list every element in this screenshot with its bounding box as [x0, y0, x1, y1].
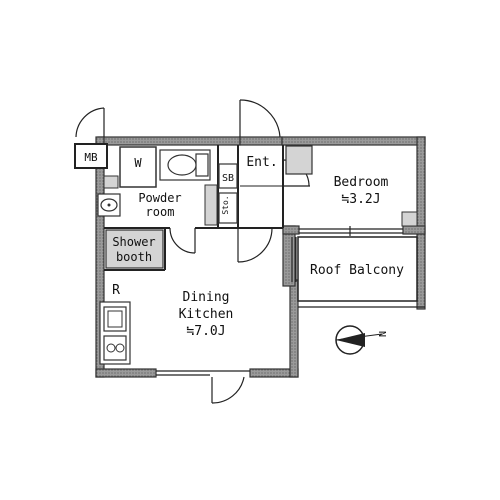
bedroom-closet	[285, 145, 313, 175]
dining-kitchen-label-line1: Dining	[183, 290, 230, 305]
interior-walls	[104, 145, 284, 271]
dining-kitchen-size: ≒7.0J	[186, 324, 225, 339]
powder-room-label-line1: Powder	[138, 191, 181, 205]
powder-door	[169, 227, 196, 254]
dk-window	[291, 237, 297, 282]
entrance-door	[239, 99, 281, 138]
stove	[103, 335, 127, 361]
shower-booth: Shower booth	[105, 229, 164, 269]
toilet	[159, 149, 211, 181]
mb-door	[75, 107, 105, 138]
bedroom-label: Bedroom	[334, 175, 389, 190]
shower-booth-label-line2: booth	[116, 250, 152, 264]
roof-balcony: Roof Balcony	[297, 236, 425, 308]
entrance-label: Ent.	[246, 155, 277, 170]
dining-kitchen-label-line2: Kitchen	[179, 307, 234, 322]
powder-cabinet	[204, 184, 218, 226]
dk-bottom-opening	[156, 370, 250, 404]
storage-label: Sto.	[221, 195, 230, 214]
meter-box: MB	[74, 143, 108, 169]
north-label: N	[378, 331, 389, 337]
exterior-walls	[95, 136, 426, 378]
mb-label: MB	[84, 151, 98, 164]
cabinet	[103, 175, 119, 189]
shoe-box: SB	[218, 163, 238, 189]
washbasin	[97, 193, 121, 217]
kitchen-sink	[103, 306, 127, 332]
bedroom-sash-window	[299, 226, 403, 236]
bedroom-column	[401, 211, 418, 227]
washer-space: W	[119, 146, 157, 188]
north-arrow-icon: N	[335, 325, 389, 355]
w-label: W	[134, 156, 142, 170]
powder-room-label-line2: room	[146, 205, 175, 219]
sb-label: SB	[222, 173, 234, 184]
bedroom-size: ≒3.2J	[341, 192, 380, 207]
refrigerator-label: R	[112, 283, 120, 298]
kitchen-counter	[99, 301, 131, 365]
shower-booth-label-line1: Shower	[112, 235, 155, 249]
storage: Sto.	[218, 192, 238, 224]
hall-door	[237, 227, 273, 263]
roof-balcony-label: Roof Balcony	[310, 263, 404, 278]
